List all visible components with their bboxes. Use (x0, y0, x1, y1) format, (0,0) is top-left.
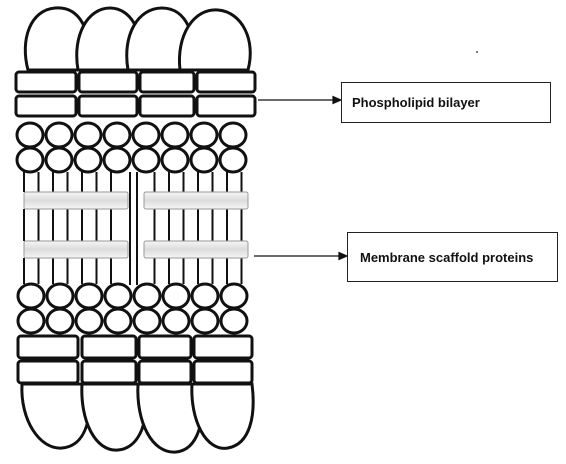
phospholipid-head (44, 146, 74, 174)
phospholipid-head (103, 307, 133, 335)
phospholipid-heads-bottom (16, 282, 249, 335)
membrane-scaffold-proteins-label: Membrane scaffold proteins (347, 232, 558, 282)
phospholipid-head (160, 146, 190, 174)
phospholipid-head (44, 121, 74, 149)
scaffold-protein-bars (23, 191, 249, 259)
phospholipid-head (45, 307, 75, 335)
phospholipid-head (219, 307, 249, 335)
phospholipid-head (218, 121, 248, 149)
callout-arrows (254, 95, 349, 261)
phospholipid-head (132, 307, 162, 335)
phospholipid-head (73, 121, 103, 149)
phospholipid-head (73, 146, 103, 174)
phospholipid-head (161, 282, 191, 310)
phospholipid-head (189, 121, 219, 149)
bottom-lobes (20, 382, 255, 454)
central-channel (129, 172, 138, 285)
phospholipid-head (190, 282, 220, 310)
stray-dot (476, 51, 478, 53)
phospholipid-bilayer-label: Phospholipid bilayer (341, 82, 551, 123)
phospholipid-head (132, 282, 162, 310)
phospholipid-head (218, 146, 248, 174)
phospholipid-head (161, 307, 191, 335)
phospholipid-head (102, 146, 132, 174)
bottom-rect-rows (16, 334, 254, 385)
phospholipid-head (102, 121, 132, 149)
phospholipid-head (190, 307, 220, 335)
phospholipid-head (15, 121, 45, 149)
phospholipid-head (131, 146, 161, 174)
phospholipid-head (74, 307, 104, 335)
top-rect-rows (14, 70, 257, 118)
phospholipid-head (131, 121, 161, 149)
phospholipid-head (103, 282, 133, 310)
phospholipid-tails (23, 172, 243, 284)
phospholipid-head (16, 282, 46, 310)
phospholipid-head (219, 282, 249, 310)
phospholipid-head (45, 282, 75, 310)
phospholipid-head (74, 282, 104, 310)
top-lobes (23, 6, 252, 72)
phospholipid-head (189, 146, 219, 174)
phospholipid-head (16, 307, 46, 335)
phospholipid-head (15, 146, 45, 174)
phospholipid-heads-top (15, 121, 248, 174)
phospholipid-head (160, 121, 190, 149)
